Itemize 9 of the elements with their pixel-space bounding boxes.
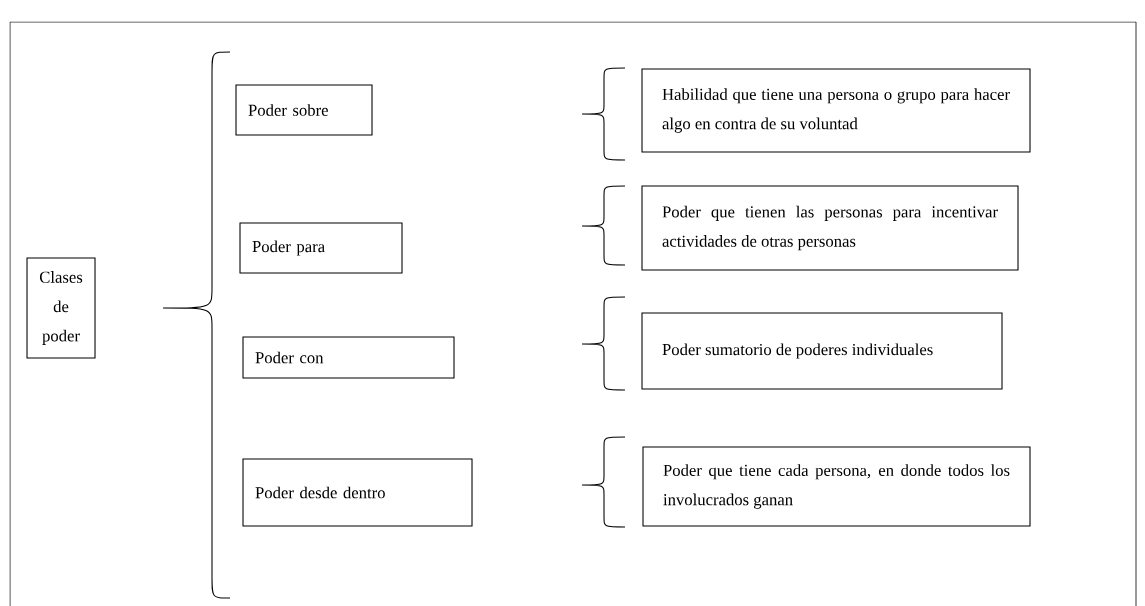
type-box: Poder desde dentro — [242, 458, 473, 527]
category-box: Clases de poder — [26, 257, 96, 359]
type-box: Poder para — [239, 222, 403, 274]
description-box: Habilidad que tiene una persona o grupo para hacer algo en contra de su voluntad — [641, 68, 1031, 153]
type-box: Poder con — [242, 336, 455, 379]
description-box: Poder sumatorio de poderes individuales — [641, 312, 1003, 390]
description-box: Poder que tienen las personas para incentivar actividades de otras personas — [641, 185, 1019, 271]
type-box: Poder sobre — [235, 84, 373, 136]
description-box: Poder que tiene cada persona, en donde todos los involucrados ganan — [642, 446, 1031, 527]
